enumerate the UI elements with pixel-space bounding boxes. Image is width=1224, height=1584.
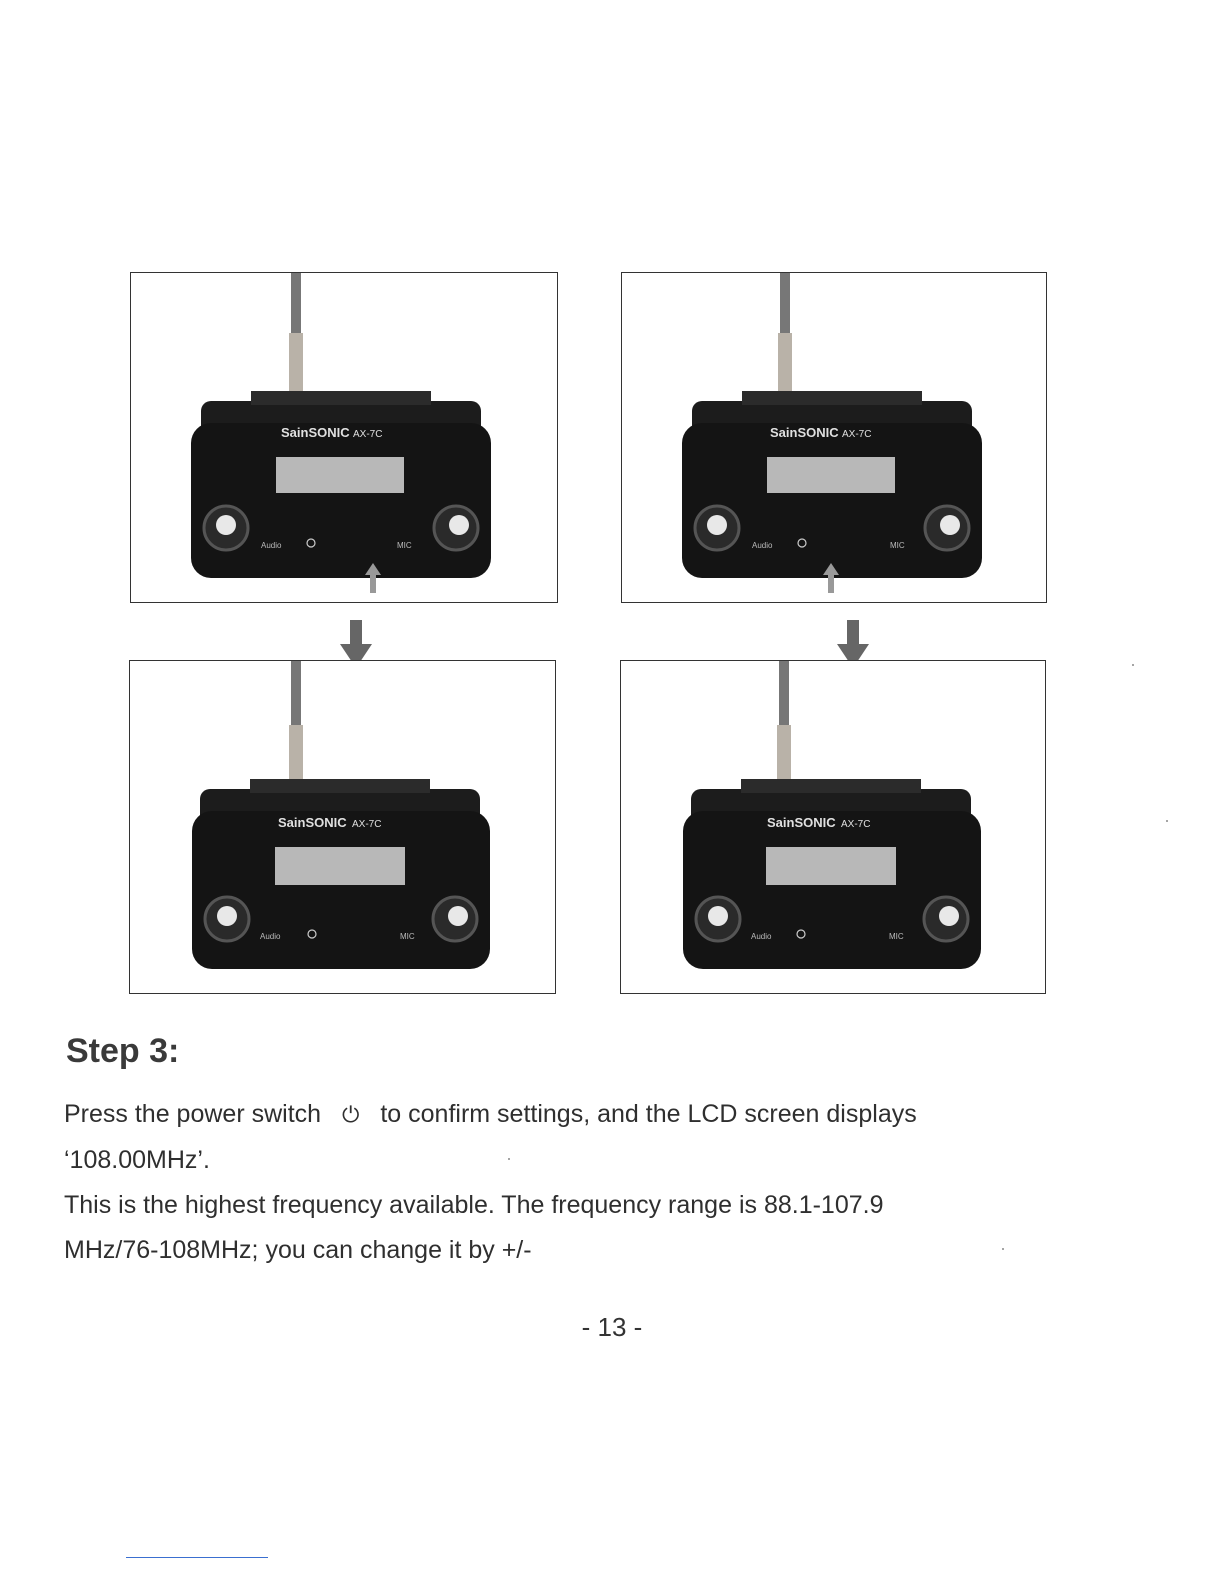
transmitter-device-image: SainSONIC AX-7C Audio MIC (683, 661, 981, 969)
mic-label: MIC (397, 541, 412, 550)
transmitter-device-image: SainSONIC AX-7C Audio MIC (191, 273, 491, 593)
step-heading: Step 3: (66, 1032, 180, 1070)
down-arrow-icon (340, 620, 372, 668)
lcd-screen (767, 457, 895, 493)
brand-label: SainSONIC (278, 815, 347, 830)
antenna (778, 273, 792, 395)
antenna (289, 661, 303, 783)
mic-label: MIC (889, 932, 904, 941)
power-button-icon (307, 929, 317, 939)
mic-label: MIC (890, 541, 905, 550)
audio-label: Audio (260, 932, 281, 941)
instruction-text: to confirm settings, and the LCD screen … (380, 1100, 917, 1128)
device-photo-bottom-left: SainSONIC AX-7C Audio MIC (129, 660, 556, 994)
model-label: AX-7C (353, 429, 382, 440)
brand-label: SainSONIC (767, 815, 836, 830)
brand-label: SainSONIC (281, 425, 350, 440)
lcd-screen (275, 847, 405, 885)
lcd-screen (766, 847, 896, 885)
minus-button-pointer-arrow (365, 563, 381, 593)
scan-speck (1132, 664, 1134, 666)
lcd-screen (276, 457, 404, 493)
scan-speck (1002, 1248, 1004, 1250)
audio-label: Audio (261, 541, 282, 550)
power-switch-icon: ⏻ (342, 1103, 360, 1128)
transmitter-body (191, 391, 491, 578)
transmitter-device-image: SainSONIC AX-7C Audio MIC (192, 661, 490, 969)
antenna (777, 661, 791, 783)
power-button-icon (306, 538, 316, 548)
device-photo-top-right: SainSONIC AX-7C Audio MIC (621, 272, 1047, 603)
device-photo-top-left: SainSONIC AX-7C Audio MIC (130, 272, 558, 603)
transmitter-body (683, 779, 981, 969)
scan-speck (508, 1158, 510, 1160)
model-label: AX-7C (842, 429, 871, 440)
instruction-line-3: This is the highest frequency available.… (64, 1191, 884, 1219)
power-button-icon (797, 538, 807, 548)
footnote-rule (126, 1557, 268, 1558)
plus-button-pointer-arrow (823, 563, 839, 593)
instruction-line-1: Press the power switch ⏻ to confirm sett… (64, 1094, 917, 1136)
transmitter-device-image: SainSONIC AX-7C Audio MIC (682, 273, 982, 593)
audio-label: Audio (751, 932, 772, 941)
power-button-icon (796, 929, 806, 939)
instruction-text: Press the power switch (64, 1100, 322, 1128)
model-label: AX-7C (841, 819, 870, 830)
transmitter-body (192, 779, 490, 969)
instruction-line-2: ‘108.00MHz’. (64, 1146, 210, 1174)
transmitter-body (682, 391, 982, 578)
brand-label: SainSONIC (770, 425, 839, 440)
device-photo-bottom-right: SainSONIC AX-7C Audio MIC (620, 660, 1046, 994)
down-arrow-icon (837, 620, 869, 668)
scan-speck (1166, 820, 1168, 822)
instruction-line-4: MHz/76-108MHz; you can change it by +/- (64, 1236, 532, 1264)
mic-label: MIC (400, 932, 415, 941)
antenna (289, 273, 303, 395)
model-label: AX-7C (352, 819, 381, 830)
audio-label: Audio (752, 541, 773, 550)
page-number: - 13 - (581, 1312, 643, 1342)
